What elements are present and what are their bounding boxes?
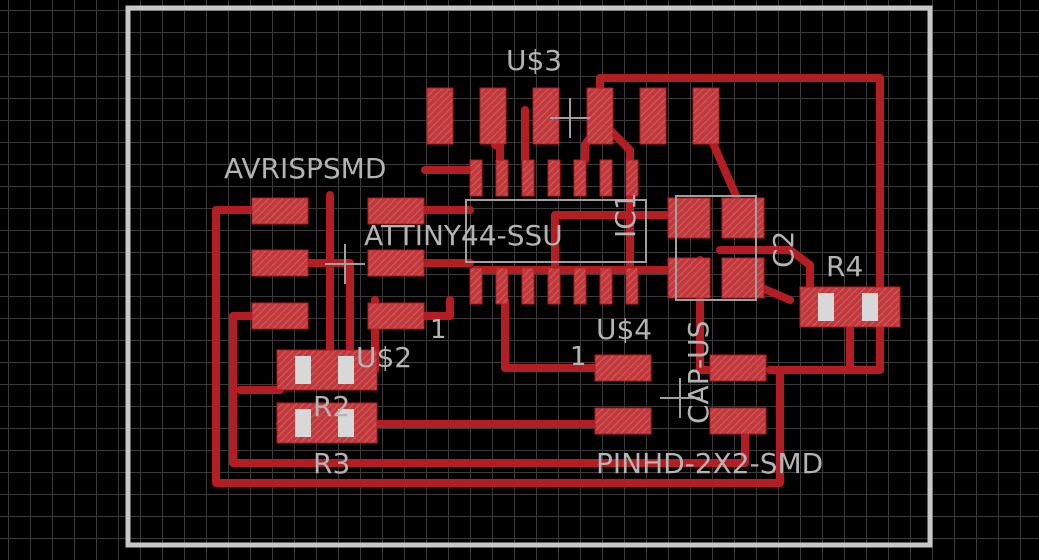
pad	[367, 249, 425, 277]
label-u4: U$4	[596, 313, 653, 346]
pad	[799, 286, 901, 328]
pad	[573, 267, 587, 305]
pad	[521, 159, 535, 197]
pad	[709, 354, 767, 382]
pad	[692, 87, 720, 145]
pad	[469, 159, 483, 197]
pad	[667, 197, 711, 239]
silkscreen	[325, 98, 757, 418]
pad	[721, 257, 765, 299]
resistor-body	[295, 409, 311, 437]
label-c2: C2	[767, 230, 800, 268]
pad	[426, 87, 454, 145]
pad	[251, 197, 309, 225]
pad	[367, 302, 425, 330]
trace	[501, 296, 604, 372]
label-pinhd: PINHD-2X2-SMD	[596, 447, 824, 480]
pad	[469, 267, 483, 305]
trace	[229, 312, 749, 467]
label-u3: U$3	[506, 44, 563, 77]
pad	[251, 302, 309, 330]
pad	[625, 267, 639, 305]
label-pin1-u4: 1	[570, 342, 587, 372]
pad	[547, 159, 561, 197]
pad	[599, 267, 613, 305]
pad	[667, 257, 711, 299]
pad	[276, 402, 378, 444]
pad	[495, 267, 509, 305]
label-r4: R4	[826, 250, 864, 283]
trace	[491, 141, 504, 164]
label-r2: R2	[313, 390, 351, 423]
pad	[521, 267, 535, 305]
chip-outline	[465, 199, 647, 263]
resistor-body	[295, 356, 311, 384]
resistor-body	[818, 293, 834, 321]
label-pin1-attiny: 1	[430, 315, 447, 345]
resistor-bodies	[295, 293, 878, 437]
pad	[276, 349, 378, 391]
pad	[586, 87, 614, 145]
pad	[479, 87, 507, 145]
pad	[367, 197, 425, 225]
resistor-body	[338, 356, 354, 384]
label-attiny: ATTINY44-SSU	[364, 219, 563, 252]
label-cap-us: CAP-US	[682, 320, 715, 424]
resistor-body	[338, 409, 354, 437]
pad	[721, 197, 765, 239]
pad	[547, 267, 561, 305]
resistor-body	[862, 293, 878, 321]
label-u2: U$2	[356, 341, 413, 374]
label-avrispsmd: AVRISPSMD	[224, 152, 387, 185]
pad	[599, 159, 613, 197]
trace	[596, 74, 884, 374]
pad	[625, 159, 639, 197]
label-ic1: IC1	[609, 192, 642, 238]
pad	[594, 354, 652, 382]
capacitor-outline	[675, 195, 757, 301]
pad	[495, 159, 509, 197]
pad	[639, 87, 667, 145]
pad	[532, 87, 560, 145]
trace	[421, 296, 454, 320]
pads	[251, 87, 901, 444]
pad	[573, 159, 587, 197]
label-r3: R3	[313, 447, 351, 480]
board-outline	[125, 5, 933, 548]
pad	[594, 407, 652, 435]
pad	[251, 249, 309, 277]
pad	[709, 407, 767, 435]
